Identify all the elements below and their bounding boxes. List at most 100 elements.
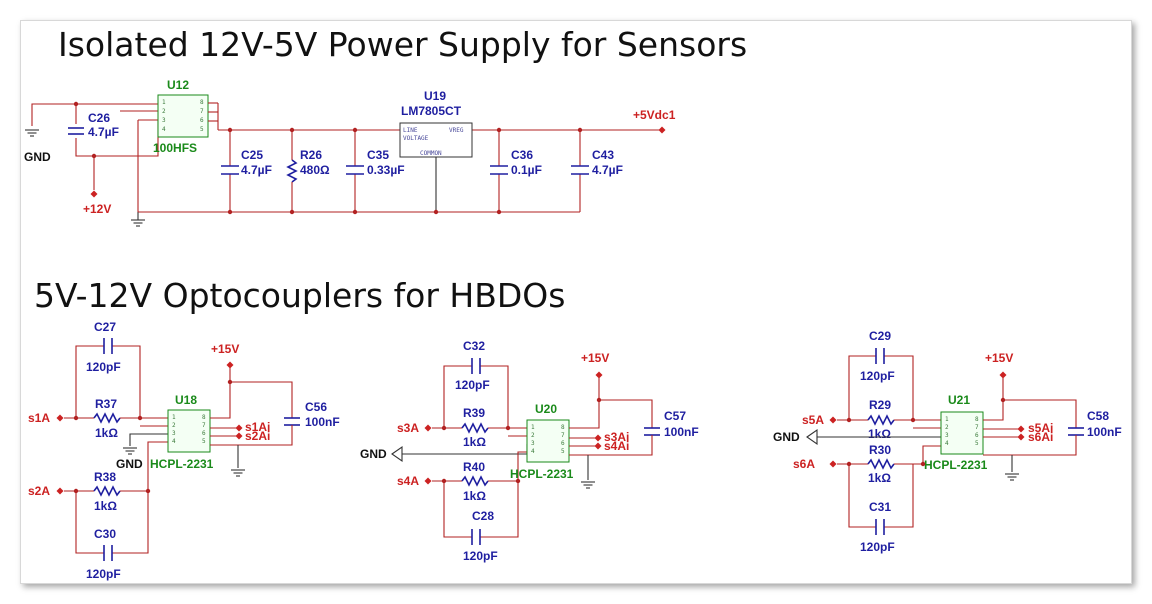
c35-value: 0.33µF [367, 163, 405, 177]
c58-ref: C58 [1087, 409, 1109, 423]
s2ai-label: s2Ai [245, 429, 270, 443]
s6ai-label: s6Ai [1028, 430, 1053, 444]
svg-text:8: 8 [200, 99, 204, 106]
u18-chip [167, 409, 211, 453]
vin-label: +12V [83, 202, 111, 216]
svg-text:VREG: VREG [449, 127, 464, 134]
svg-text:2: 2 [945, 424, 949, 431]
r38-ref: R38 [94, 470, 116, 484]
r29-value: 1kΩ [868, 427, 891, 441]
vcc-label-u20: +15V [581, 351, 609, 365]
svg-text:5: 5 [202, 438, 206, 445]
c27-value: 120pF [86, 360, 121, 374]
svg-text:1: 1 [945, 416, 949, 423]
gnd-label-u20: GND [360, 447, 387, 461]
u21-ref: U21 [948, 393, 970, 407]
r30-ref: R30 [869, 443, 891, 457]
c31-ref: C31 [869, 500, 891, 514]
svg-text:5: 5 [200, 126, 204, 133]
r30-value: 1kΩ [868, 471, 891, 485]
svg-text:COMMON: COMMON [420, 150, 442, 157]
u19-ref: U19 [424, 89, 446, 103]
s3a-label: s3A [397, 421, 419, 435]
c43-value: 4.7µF [592, 163, 623, 177]
r40-value: 1kΩ [463, 489, 486, 503]
svg-text:3: 3 [945, 432, 949, 439]
c56-value: 100nF [305, 415, 340, 429]
s4a-label: s4A [397, 474, 419, 488]
svg-text:7: 7 [975, 424, 979, 431]
svg-text:2: 2 [172, 422, 176, 429]
c29-ref: C29 [869, 329, 891, 343]
u18-ref: U18 [175, 393, 197, 407]
c30-value: 120pF [86, 567, 121, 581]
svg-text:1: 1 [162, 99, 166, 106]
u19-part: LM7805CT [401, 104, 462, 118]
c35-ref: C35 [367, 148, 389, 162]
c32-ref: C32 [463, 339, 485, 353]
c28-value: 120pF [463, 549, 498, 563]
r37-value: 1kΩ [95, 426, 118, 440]
r39-ref: R39 [463, 406, 485, 420]
svg-text:7: 7 [200, 108, 204, 115]
s2a-label: s2A [28, 484, 50, 498]
gnd-label-u18: GND [116, 457, 143, 471]
c25-value: 4.7µF [241, 163, 272, 177]
c43-ref: C43 [592, 148, 614, 162]
svg-text:8: 8 [202, 414, 206, 421]
svg-text:5: 5 [561, 448, 565, 455]
vout-label: +5Vdc1 [633, 108, 676, 122]
title-optocouplers: 5V-12V Optocouplers for HBDOs [34, 276, 565, 315]
svg-text:7: 7 [561, 432, 565, 439]
c57-ref: C57 [664, 409, 686, 423]
r26-value: 480Ω [300, 163, 330, 177]
c36-value: 0.1µF [511, 163, 542, 177]
s3ai-label: s3Ai [604, 430, 629, 444]
optocoupler-u20: C32 120pF s3A R39 1kΩ GND 1 2 3 4 8 7 6 … [360, 339, 699, 563]
svg-text:1: 1 [531, 424, 535, 431]
s5a-label: s5A [802, 413, 824, 427]
svg-text:6: 6 [200, 117, 204, 124]
title-power-supply: Isolated 12V-5V Power Supply for Sensors [58, 25, 747, 64]
u12-part: 100HFS [153, 141, 197, 155]
u20-part: HCPL-2231 [510, 467, 574, 481]
vcc-label-u21: +15V [985, 351, 1013, 365]
c57-value: 100nF [664, 425, 699, 439]
r38-value: 1kΩ [94, 499, 117, 513]
svg-text:2: 2 [531, 432, 535, 439]
c28-ref: C28 [472, 509, 494, 523]
svg-text:3: 3 [162, 117, 166, 124]
svg-text:1: 1 [172, 414, 176, 421]
s4ai-label: s4Ai [604, 439, 629, 453]
u21-chip [940, 411, 984, 455]
svg-text:5: 5 [975, 440, 979, 447]
svg-text:4: 4 [172, 438, 176, 445]
svg-text:VOLTAGE: VOLTAGE [403, 135, 429, 142]
u12-chip [157, 94, 209, 138]
c29-value: 120pF [860, 369, 895, 383]
r39-value: 1kΩ [463, 435, 486, 449]
u18-part: HCPL-2231 [150, 457, 214, 471]
svg-text:2: 2 [162, 108, 166, 115]
c30-ref: C30 [94, 527, 116, 541]
optocoupler-u21: C29 120pF s5A R29 1kΩ GND 1 2 3 4 8 7 6 … [773, 329, 1122, 554]
u20-chip [526, 419, 570, 463]
svg-text:7: 7 [202, 422, 206, 429]
c31-value: 120pF [860, 540, 895, 554]
r29-ref: R29 [869, 398, 891, 412]
r26-ref: R26 [300, 148, 322, 162]
power-supply-circuit: C26 4.7µF GND +12V 1 2 3 4 8 7 6 5 U12 1… [24, 78, 676, 227]
s6a-label: s6A [793, 457, 815, 471]
c58-value: 100nF [1087, 425, 1122, 439]
svg-text:8: 8 [561, 424, 565, 431]
s1a-label: s1A [28, 411, 50, 425]
c36-ref: C36 [511, 148, 533, 162]
gnd-label-power: GND [24, 150, 51, 164]
c32-value: 120pF [455, 378, 490, 392]
svg-text:6: 6 [561, 440, 565, 447]
r37-ref: R37 [95, 397, 117, 411]
svg-text:4: 4 [531, 448, 535, 455]
svg-text:4: 4 [162, 126, 166, 133]
gnd-label-u21: GND [773, 430, 800, 444]
